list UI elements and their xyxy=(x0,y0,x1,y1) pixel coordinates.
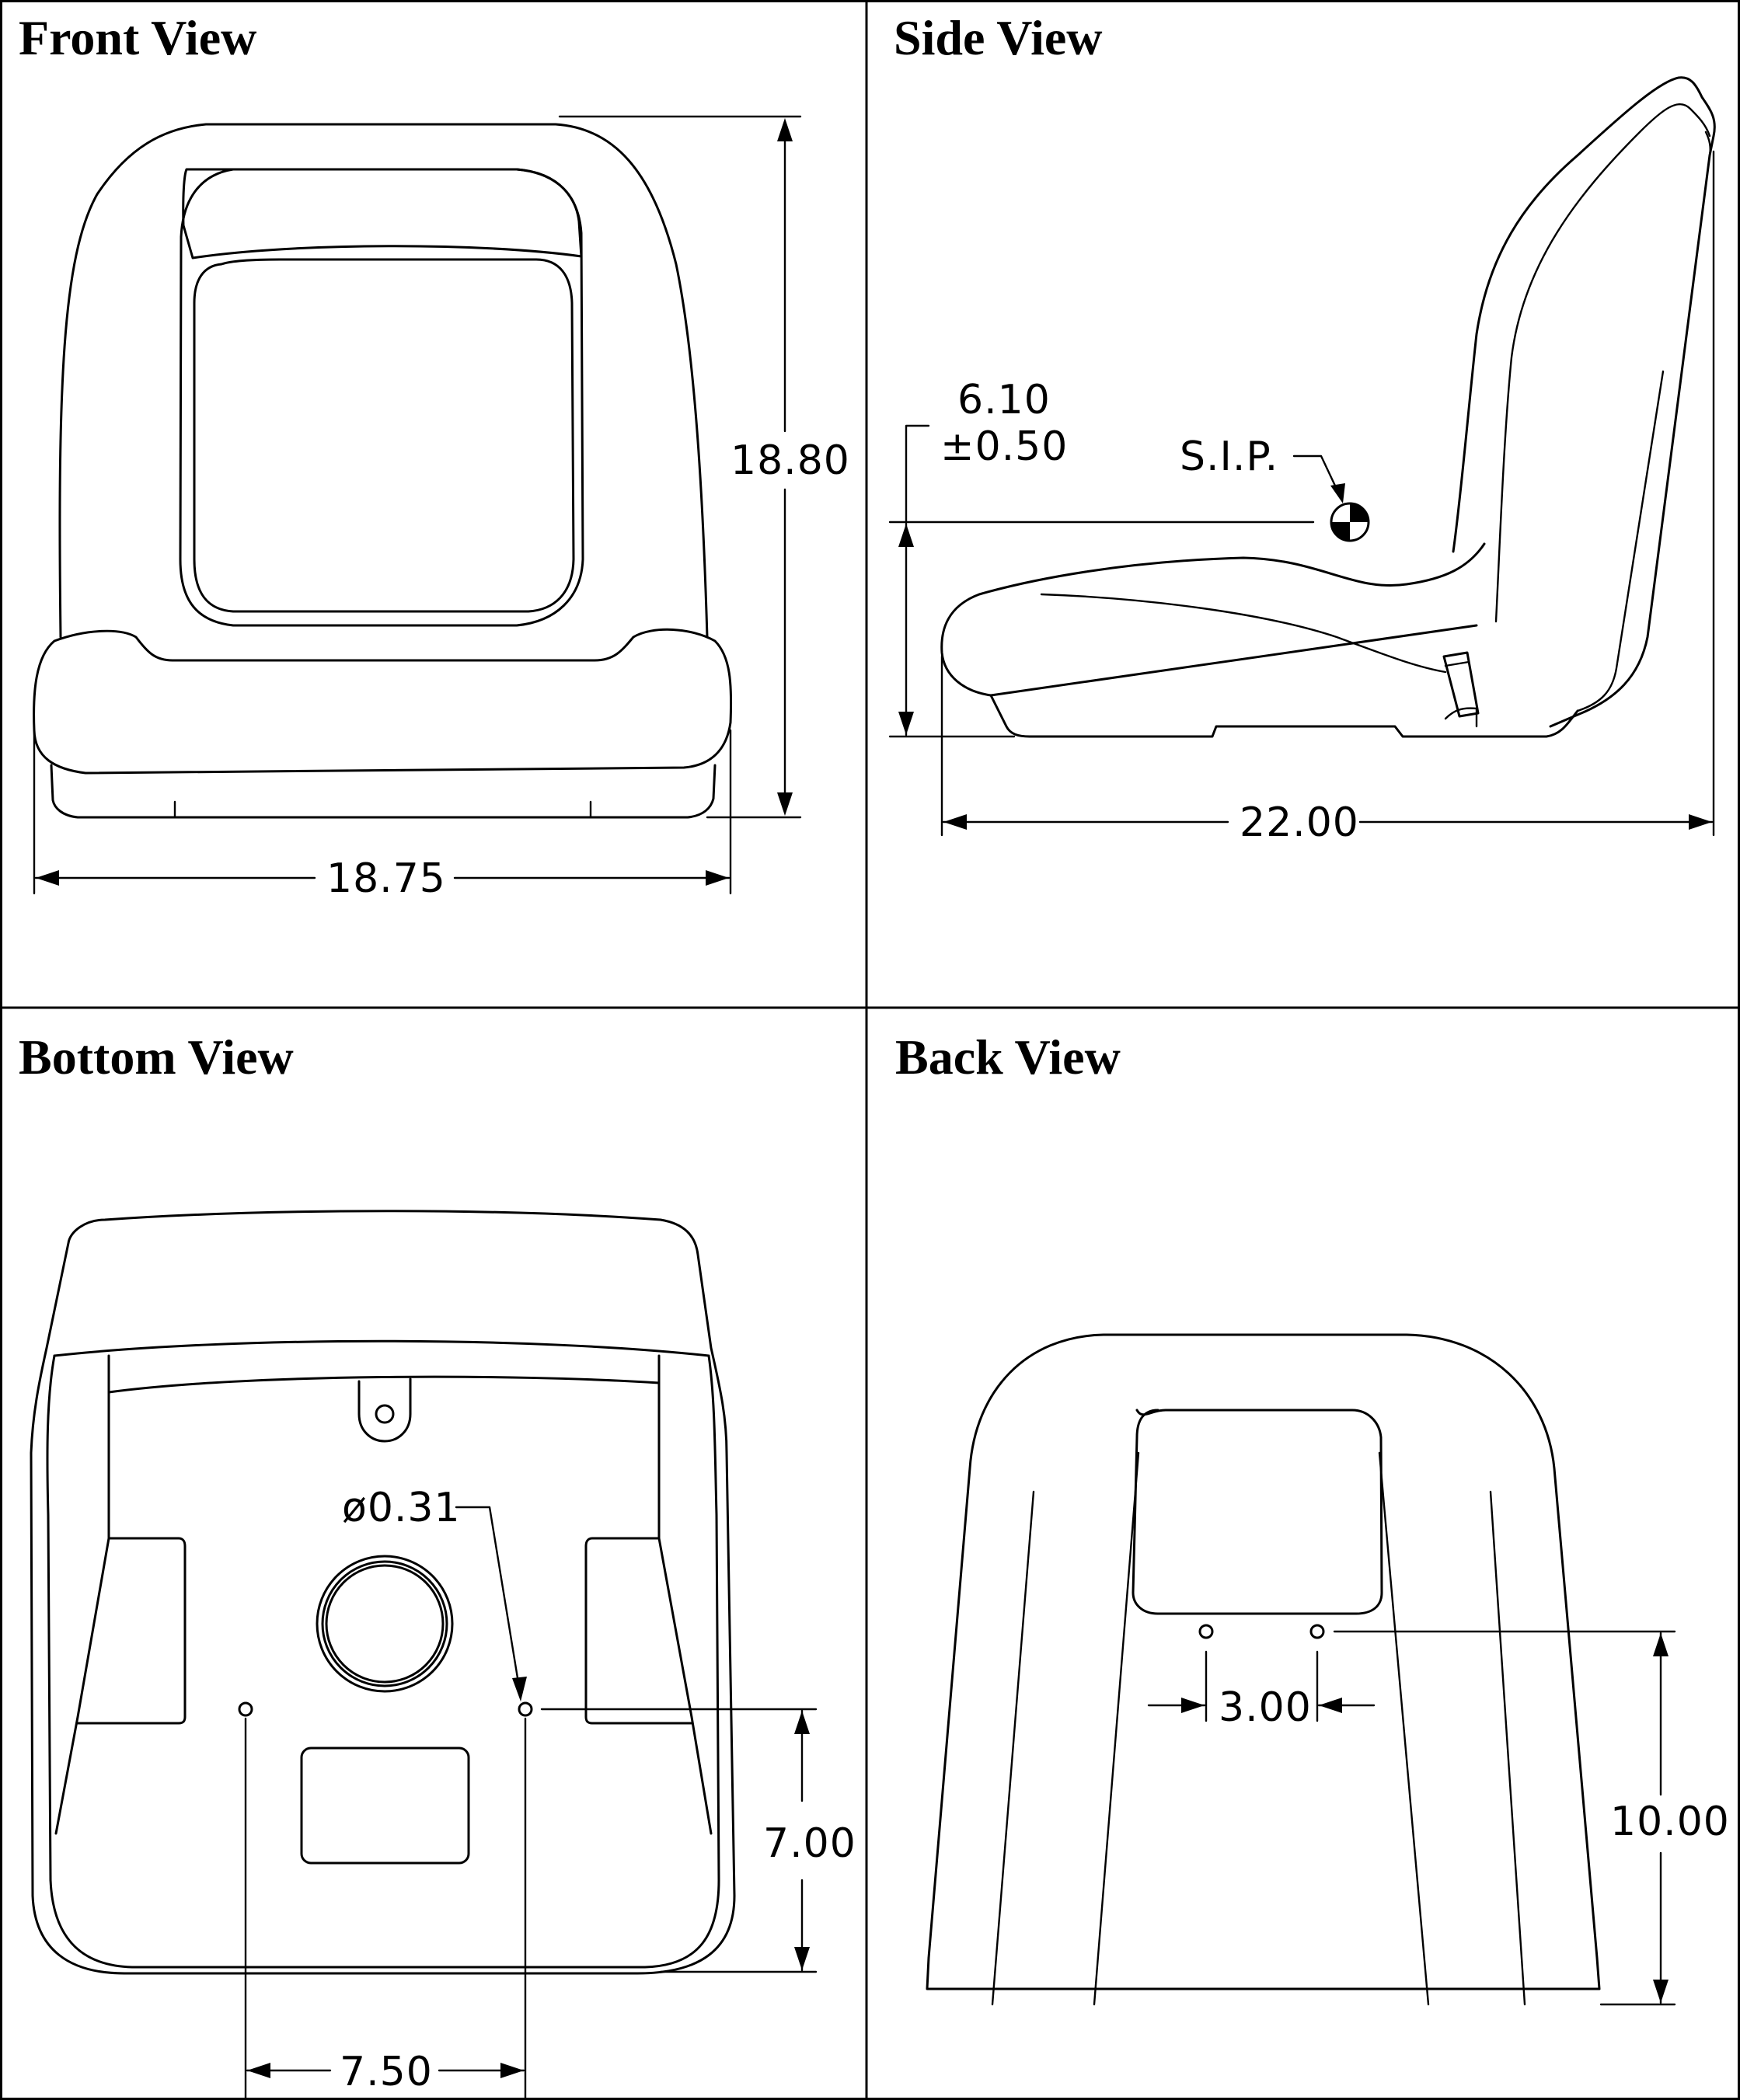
bottom-offset-dim-label: 7.00 xyxy=(763,1820,856,1867)
front-insert-top-band xyxy=(182,168,583,259)
bottom-right-pad xyxy=(584,1537,693,1725)
side-base-bracket xyxy=(1444,707,1478,728)
side-backrest-rear-panel xyxy=(1576,370,1665,712)
side-hinge xyxy=(1442,651,1480,718)
side-seat-base xyxy=(989,694,1579,738)
back-spacing-arrow-left xyxy=(1181,1698,1205,1713)
bottom-mount-hole-right xyxy=(518,1701,533,1717)
bottom-center-ring-middle xyxy=(321,1560,448,1687)
front-width-arrow-right xyxy=(706,870,729,886)
bottom-view-title: Bottom View xyxy=(19,1029,294,1085)
back-center-panel xyxy=(1132,1409,1383,1615)
front-height-dim-label: 18.80 xyxy=(731,437,850,484)
front-width-dim-label: 18.75 xyxy=(326,855,446,902)
back-height-arrow-bottom xyxy=(1653,1980,1669,2003)
side-depth-arrow-left xyxy=(943,814,967,830)
front-view-drawing: 18.80 18.75 xyxy=(33,115,850,902)
bottom-view-drawing: ø0.31 7.00 7.50 xyxy=(30,1210,856,2099)
side-sip-leader xyxy=(905,424,930,524)
back-height-dim-label: 10.00 xyxy=(1610,1799,1730,1845)
back-left-groove xyxy=(991,1490,1035,2006)
side-seat-cushion xyxy=(940,542,1486,697)
side-backrest-outline xyxy=(1452,76,1716,728)
bottom-right-rail xyxy=(657,1354,713,1835)
bottom-left-rail xyxy=(54,1354,110,1835)
side-sip-tolerance-label: ±0.50 xyxy=(940,423,1068,470)
bottom-left-pad xyxy=(76,1537,187,1725)
bottom-rect-cutout xyxy=(300,1747,470,1865)
back-view-drawing: 3.00 10.00 xyxy=(926,1333,1730,2006)
side-backrest-inner xyxy=(1494,103,1711,623)
front-view-title: Front View xyxy=(19,10,256,65)
bottom-spacing-arrow-right xyxy=(500,2063,524,2078)
side-view-drawing: S.I.P. 6.10 ±0.50 22.00 xyxy=(888,76,1716,846)
sip-label: S.I.P. xyxy=(1180,434,1278,480)
bottom-spacing-dim-label: 7.50 xyxy=(340,2049,433,2095)
bottom-offset-arrow-bottom xyxy=(794,1947,810,1970)
bottom-mounting-tab xyxy=(357,1377,412,1443)
side-view-title: Side View xyxy=(894,10,1102,65)
back-mount-hole-right xyxy=(1309,1624,1325,1639)
bottom-center-ring-inner xyxy=(325,1564,445,1684)
side-depth-arrow-right xyxy=(1689,814,1712,830)
back-spacing-dim-label: 3.00 xyxy=(1219,1684,1312,1731)
bottom-hole-dia-leader xyxy=(455,1506,521,1689)
side-sip-arrow-bottom xyxy=(898,712,914,735)
bottom-mount-hole-left xyxy=(238,1701,253,1717)
bottom-tab-hole xyxy=(375,1404,395,1424)
back-seat-outline xyxy=(926,1333,1601,1990)
front-insert-inner xyxy=(193,258,575,613)
sip-target-icon xyxy=(1330,502,1370,542)
side-depth-dim-label: 22.00 xyxy=(1240,799,1359,846)
bottom-seat-outline xyxy=(30,1210,736,1975)
front-width-arrow-left xyxy=(36,870,59,886)
front-insert-outer xyxy=(179,168,584,627)
back-height-arrow-top xyxy=(1653,1633,1669,1656)
back-mount-hole-left xyxy=(1198,1624,1214,1639)
front-height-arrow-bottom xyxy=(777,792,793,816)
bottom-crossbar xyxy=(107,1375,661,1394)
back-center-channel xyxy=(1093,1451,1430,2006)
back-right-groove xyxy=(1489,1490,1526,2006)
side-sip-height-label: 6.10 xyxy=(957,377,1051,423)
front-backrest-outline xyxy=(58,123,709,639)
bottom-inner-outline xyxy=(46,1354,720,1969)
back-spacing-arrow-right xyxy=(1319,1698,1342,1713)
bottom-front-edge xyxy=(53,1339,710,1357)
sip-leader-line xyxy=(1292,454,1342,499)
bottom-hole-dia-label: ø0.31 xyxy=(342,1485,461,1531)
front-height-arrow-top xyxy=(777,118,793,141)
side-backrest-rear-edge xyxy=(1704,131,1711,157)
sip-leader-arrow xyxy=(1330,483,1345,503)
side-cushion-crease xyxy=(1040,593,1447,674)
front-seat-cushion xyxy=(33,628,733,775)
side-sip-arrow-top xyxy=(898,524,914,547)
bottom-hole-dia-arrow xyxy=(512,1677,527,1701)
bottom-offset-arrow-top xyxy=(794,1711,810,1734)
back-view-title: Back View xyxy=(895,1029,1121,1085)
bottom-spacing-arrow-left xyxy=(247,2063,270,2078)
bottom-center-ring-outer xyxy=(316,1555,454,1693)
side-hinge-detail xyxy=(1444,660,1470,667)
